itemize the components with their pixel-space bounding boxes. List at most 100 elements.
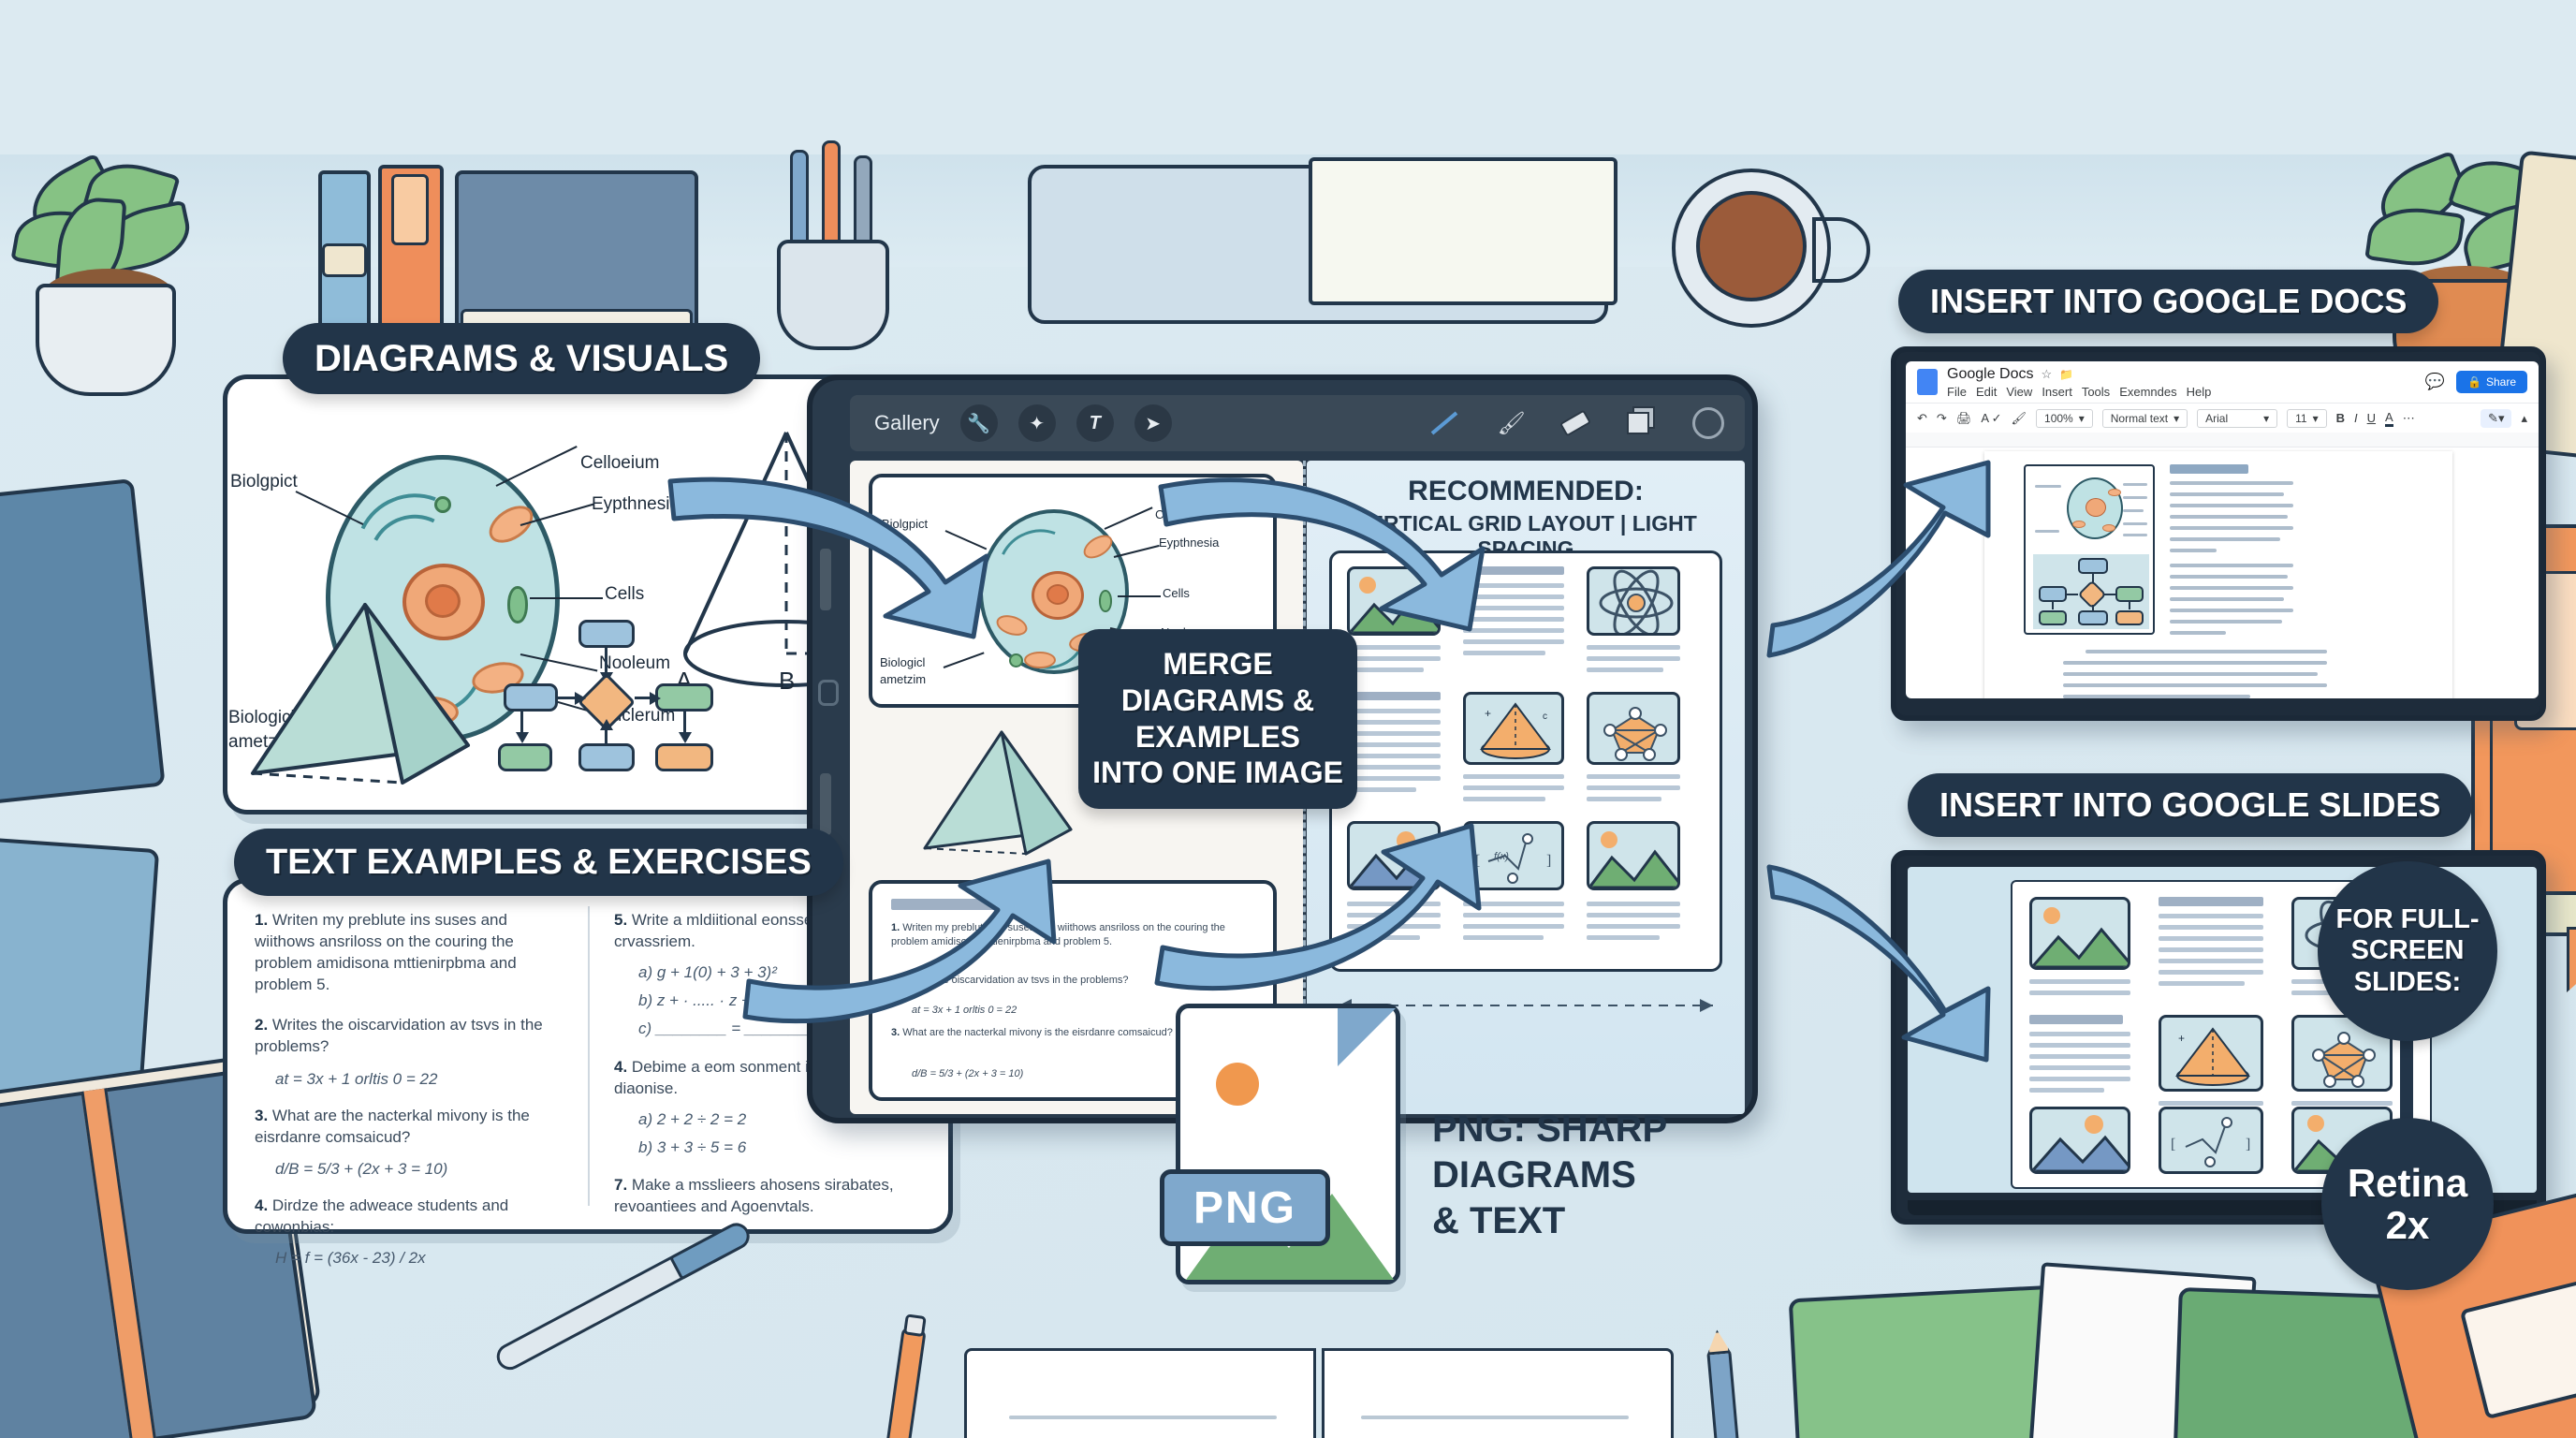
cell-leader-5 xyxy=(530,597,603,599)
docs-menu-file[interactable]: File xyxy=(1947,384,1967,399)
slide-thumb-image-blue xyxy=(2029,1107,2130,1174)
layers-icon[interactable] xyxy=(1627,412,1649,434)
docs-ruler[interactable] xyxy=(1906,433,2539,448)
tablet-toolbar: Gallery 🔧 ✦ T ➤ 🖌 xyxy=(850,395,1745,451)
png-caption: PNG: SHARP DIAGRAMS & TEXT xyxy=(1432,1107,1667,1243)
worksheet-item-text: Dirdze the adweace students and cowonbia… xyxy=(255,1196,509,1237)
worksheet-item-text: Writes the oiscarvidation av tsvs in the… xyxy=(255,1015,543,1055)
docs-menu-insert[interactable]: Insert xyxy=(2042,384,2072,399)
paint-format-icon[interactable]: 🖌 xyxy=(2011,410,2027,425)
worksheet-item: 3. What are the nacterkal mivony is the … xyxy=(255,1106,567,1181)
tablet-worksheet-formula: at = 3x + 1 orltis 0 = 22 xyxy=(912,1005,1017,1016)
brush-icon[interactable]: 🖌 xyxy=(1497,410,1526,436)
slide-thumb-cone: + xyxy=(2159,1015,2263,1092)
worksheet-item-text: What are the nacterkal mivony is the eis… xyxy=(255,1106,530,1146)
worksheet-item: 4. Dirdze the adweace students and cowon… xyxy=(255,1196,567,1269)
text-color-button[interactable]: A xyxy=(2385,410,2393,427)
tablet-worksheet-formula: d/B = 5/3 + (2x + 3 = 10) xyxy=(912,1068,1024,1079)
tablet-item-number: 1. xyxy=(891,922,900,933)
svg-text:]: ] xyxy=(1546,853,1551,869)
tablet-item-text: What are the nacterkal mivony is the eis… xyxy=(902,1027,1173,1038)
flowchart-diagram xyxy=(498,599,786,805)
tablet-home-button[interactable] xyxy=(818,680,839,706)
edit-mode-icon[interactable]: ✎▾ xyxy=(2481,408,2512,428)
collapse-icon[interactable]: ▴ xyxy=(2521,410,2527,425)
cursor-icon[interactable]: ➤ xyxy=(1134,404,1172,442)
docs-app-icon xyxy=(1917,369,1938,395)
redo-icon[interactable]: ↷ xyxy=(1936,410,1947,425)
camera-icon[interactable] xyxy=(1692,407,1724,439)
docs-menu-edit[interactable]: Edit xyxy=(1975,384,1998,399)
docs-inserted-image[interactable] xyxy=(2024,464,2155,635)
worksheet-subitem: c) ________ = ________ xyxy=(638,1019,816,1037)
png-thumb-sun xyxy=(1216,1063,1259,1106)
worksheet-item: 7. Make a msslieers ahosens sirabates, r… xyxy=(614,1175,923,1218)
png-caption-line-2: & TEXT xyxy=(1432,1199,1566,1241)
text-tool-icon[interactable]: T xyxy=(1076,404,1114,442)
docs-menu-tools[interactable]: Tools xyxy=(2081,384,2111,399)
worksheet-item-number: 4. xyxy=(255,1196,269,1215)
badge-fullscreen-slides: FOR FULL-SCREEN SLIDES: xyxy=(2318,861,2497,1041)
underline-button[interactable]: U xyxy=(2366,411,2377,425)
label-diagrams-visuals: DIAGRAMS & VISUALS xyxy=(283,323,761,394)
png-caption-line-1: DIAGRAMS xyxy=(1432,1153,1636,1196)
svg-text:]: ] xyxy=(2246,1137,2250,1152)
cone-label-1: B xyxy=(779,667,796,695)
italic-button[interactable]: I xyxy=(2354,411,2358,425)
worksheet-item-formula: H = f = (36x - 23) / 2x xyxy=(275,1249,426,1268)
docs-toolbar: ↶ ↷ 🖨 A ✓ 🖌 100% ▾ Normal text ▾ Arial ▾ xyxy=(1906,403,2539,433)
svg-text:f(x): f(x) xyxy=(1494,851,1509,862)
flow-node-br xyxy=(655,743,713,771)
share-button[interactable]: 🔒 Share xyxy=(2456,371,2527,393)
docs-menu-extensions[interactable]: Exemndes xyxy=(2119,384,2177,399)
worksheet-item-number: 5. xyxy=(614,911,628,929)
badge-merge-line-2: EXAMPLES xyxy=(1134,719,1301,754)
arrow-text-to-tablet xyxy=(742,858,1057,1024)
label-text-examples: TEXT EXAMPLES & EXERCISES xyxy=(234,829,843,896)
bold-button[interactable]: B xyxy=(2335,411,2346,425)
tablet-volume-down[interactable] xyxy=(820,773,831,835)
print-icon[interactable]: 🖨 xyxy=(1955,410,1972,425)
paragraph-style-select[interactable]: Normal text ▾ xyxy=(2101,408,2188,428)
flow-node-left xyxy=(504,683,558,712)
comment-icon[interactable]: 💬 xyxy=(2424,373,2446,390)
wrench-icon[interactable]: 🔧 xyxy=(959,404,998,442)
eraser-icon[interactable] xyxy=(1559,409,1591,437)
undo-icon[interactable]: ↶ xyxy=(1917,410,1927,425)
flow-arrow-1 xyxy=(605,648,607,678)
worksheet-item-formula: d/B = 5/3 + (2x + 3 = 10) xyxy=(275,1160,448,1179)
docs-menu-view[interactable]: View xyxy=(2006,384,2033,399)
more-icon[interactable]: ⋯ xyxy=(2402,410,2415,425)
zoom-select[interactable]: 100% ▾ xyxy=(2036,408,2093,428)
docs-menu-help[interactable]: Help xyxy=(2186,384,2212,399)
font-select[interactable]: Arial ▾ xyxy=(2197,408,2278,428)
spellcheck-icon[interactable]: A ✓ xyxy=(1981,410,2002,425)
pen-icon[interactable] xyxy=(1430,411,1457,435)
worksheet-item-text: Write a mldiitional eonsset tio the crva… xyxy=(614,911,866,950)
tablet-cell-label-left-0: Biolgpict xyxy=(882,517,929,531)
flow-arrowhead-5 xyxy=(600,719,613,730)
flow-arrow-6 xyxy=(683,712,686,738)
label-text-examples-text: TEXT EXAMPLES & EXERCISES xyxy=(266,842,812,882)
svg-text:[: [ xyxy=(2171,1137,2175,1152)
font-size-select[interactable]: 11 ▾ xyxy=(2287,408,2327,428)
paragraph-style-value: Normal text xyxy=(2110,411,2169,425)
coffee-mug xyxy=(1672,169,1878,356)
star-icon[interactable]: ☆ xyxy=(2041,366,2053,381)
label-insert-google-slides: INSERT INTO GOOGLE SLIDES xyxy=(1908,773,2473,837)
cell-label-right-1: Eypthnesia xyxy=(592,494,681,514)
badge-merge-line-1: DIAGRAMS & xyxy=(1120,682,1315,717)
worksheet-subitem: b) z + · ..... · z + 4 xyxy=(638,990,765,1009)
label-insert-google-docs-text: INSERT INTO GOOGLE DOCS xyxy=(1930,282,2408,320)
move-folder-icon[interactable]: 📁 xyxy=(2059,367,2074,381)
tablet-pyramid-diagram xyxy=(923,730,1073,856)
magic-wand-icon[interactable]: ✦ xyxy=(1017,404,1056,442)
tablet-item-text: Writes the oiscarvidation av tsvs in the… xyxy=(902,975,1129,986)
worksheet-item-number: 7. xyxy=(614,1176,628,1195)
gallery-label[interactable]: Gallery xyxy=(874,411,940,434)
notebook-page-left xyxy=(964,1348,1316,1438)
worksheet-item-number: 4. xyxy=(614,1057,628,1076)
slide-thumb-network xyxy=(2291,1015,2393,1092)
badge-merge-line-0: MERGE xyxy=(1163,646,1273,681)
tablet-volume-up[interactable] xyxy=(820,549,831,610)
